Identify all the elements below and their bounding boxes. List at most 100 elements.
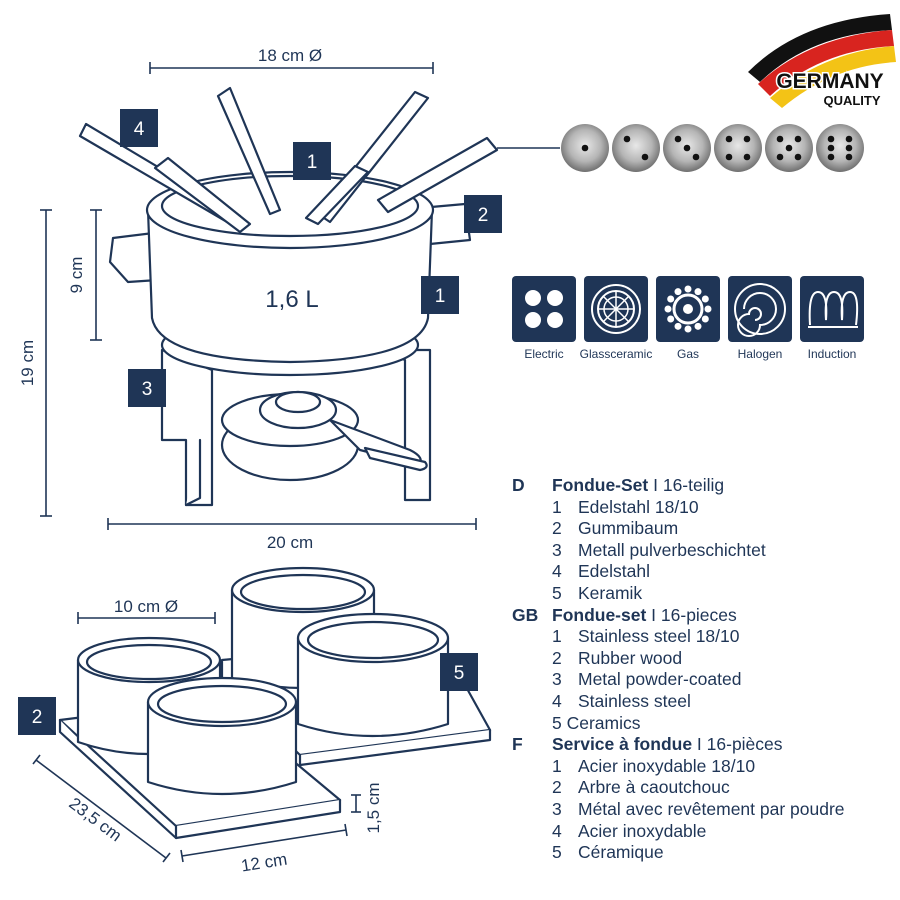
list-item: Edelstahl 18/10 [578, 496, 699, 517]
list-item: Edelstahl [578, 561, 650, 582]
dice-marker-4 [714, 124, 762, 172]
legend-subtitle: I 16-pieces [646, 604, 737, 625]
svg-text:2: 2 [478, 205, 489, 226]
gas-flame [664, 305, 672, 313]
svg-text:3: 3 [142, 379, 153, 400]
pot-diameter-label: 18 cm Ø [258, 46, 322, 65]
list-item: Metal powder-coated [578, 669, 742, 690]
lang-code: F [512, 734, 523, 755]
dice-dot [683, 144, 691, 152]
list-item: Keramik [578, 582, 643, 603]
list-item: 5 Ceramics [552, 712, 641, 733]
germany-quality-logo: GERMANY QUALITY [748, 14, 896, 108]
legend-title: Fondue-Set [552, 475, 649, 495]
dice-dot [827, 135, 835, 143]
svg-text:1: 1 [435, 286, 446, 307]
badge-5-bowl: 5 [440, 653, 478, 691]
induction-icon [800, 276, 864, 342]
badge-1-pot: 1 [421, 276, 459, 314]
svg-text:4: 4 [134, 119, 145, 140]
dice-dot [794, 153, 802, 161]
dice-dot [785, 144, 793, 152]
gas-flame [684, 285, 692, 293]
electric-icon [512, 276, 576, 342]
lang-code: GB [512, 604, 539, 625]
dice-dot [581, 144, 589, 152]
cooktop-label-gas: Gas [677, 347, 699, 361]
glassceramic-icon [584, 276, 648, 342]
dice-dot [845, 153, 853, 161]
tray-width-label: 12 cm [240, 850, 289, 876]
legend-title: Fondue-set [552, 604, 647, 625]
gas-flame [694, 288, 702, 296]
tray-height-dimension: 1,5 cm [351, 782, 383, 834]
gas-flame [694, 322, 702, 330]
lang-code: D [512, 475, 525, 495]
fork-color-markers [561, 124, 864, 172]
cooktop-label-induction: Induction [808, 347, 857, 361]
badge-1-fork: 1 [293, 142, 331, 180]
gas-flame [674, 322, 682, 330]
gas-flame [667, 315, 675, 323]
gas-icon [656, 276, 720, 342]
fondue-pot-drawing: 1,6 L [78, 86, 499, 507]
total-height-label: 19 cm [18, 340, 37, 386]
cooktop-label-electric: Electric [524, 347, 563, 361]
dice-dot [641, 153, 649, 161]
list-item: Acier inoxydable 18/10 [578, 755, 756, 776]
cooktop-label-halogen: Halogen [738, 347, 783, 361]
list-item: Gummibaum [578, 518, 679, 539]
dice-dot [845, 144, 853, 152]
pot-height-label: 9 cm [67, 257, 86, 294]
base-width-label: 20 cm [267, 533, 313, 552]
gas-flame [704, 305, 712, 313]
pot-diameter-dimension: 18 cm Ø [149, 46, 434, 74]
badge-2-handle: 2 [464, 195, 502, 233]
dice-dot [725, 153, 733, 161]
gas-flame [674, 288, 682, 296]
halogen-icon [728, 276, 792, 342]
svg-text:1: 1 [307, 152, 318, 173]
dice-dot [827, 144, 835, 152]
list-item: Stainless steel [578, 690, 691, 711]
dice-dot [827, 153, 835, 161]
list-item: Arbre à caoutchouc [578, 777, 730, 798]
list-item: Acier inoxydable [578, 820, 707, 841]
dice-dot [692, 153, 700, 161]
dice-marker-6 [816, 124, 864, 172]
ceramic-bowls-drawing [58, 566, 492, 840]
badge-3-stand: 3 [128, 369, 166, 407]
svg-text:2: 2 [32, 707, 43, 728]
dice-dot [725, 135, 733, 143]
dice-marker-2 [612, 124, 660, 172]
gas-flame [667, 295, 675, 303]
base-width-dimension: 20 cm [107, 518, 477, 552]
cooktop-label-glassceramic: Glassceramic [580, 347, 653, 361]
volume-label: 1,6 L [265, 286, 318, 313]
dice-dot [776, 153, 784, 161]
total-height-dimension: 19 cm [18, 209, 52, 517]
tray-height-label: 1,5 cm [364, 782, 383, 833]
svg-text:QUALITY: QUALITY [823, 93, 880, 108]
legend-subtitle: I 16-teilig [648, 475, 725, 495]
legend-subtitle: I 16-pièces [692, 734, 783, 755]
list-item: Céramique [578, 842, 664, 863]
cooktop-icons: Electric Glassceramic Gas Halogen Induct… [512, 276, 864, 361]
dice-dot [794, 135, 802, 143]
fondue-forks [78, 86, 499, 234]
dice-dot [845, 135, 853, 143]
legend-title: Service à fondue [552, 734, 693, 755]
list-item: Métal avec revêtement par poudre [578, 798, 845, 819]
gas-flame [701, 315, 709, 323]
bowl-diameter-label: 10 cm Ø [114, 597, 178, 616]
pot-height-dimension: 9 cm [67, 209, 102, 341]
gas-flame [701, 295, 709, 303]
list-item: Metall pulverbeschichtet [578, 539, 766, 560]
list-item: Rubber wood [578, 647, 683, 668]
gas-flame [684, 325, 692, 333]
